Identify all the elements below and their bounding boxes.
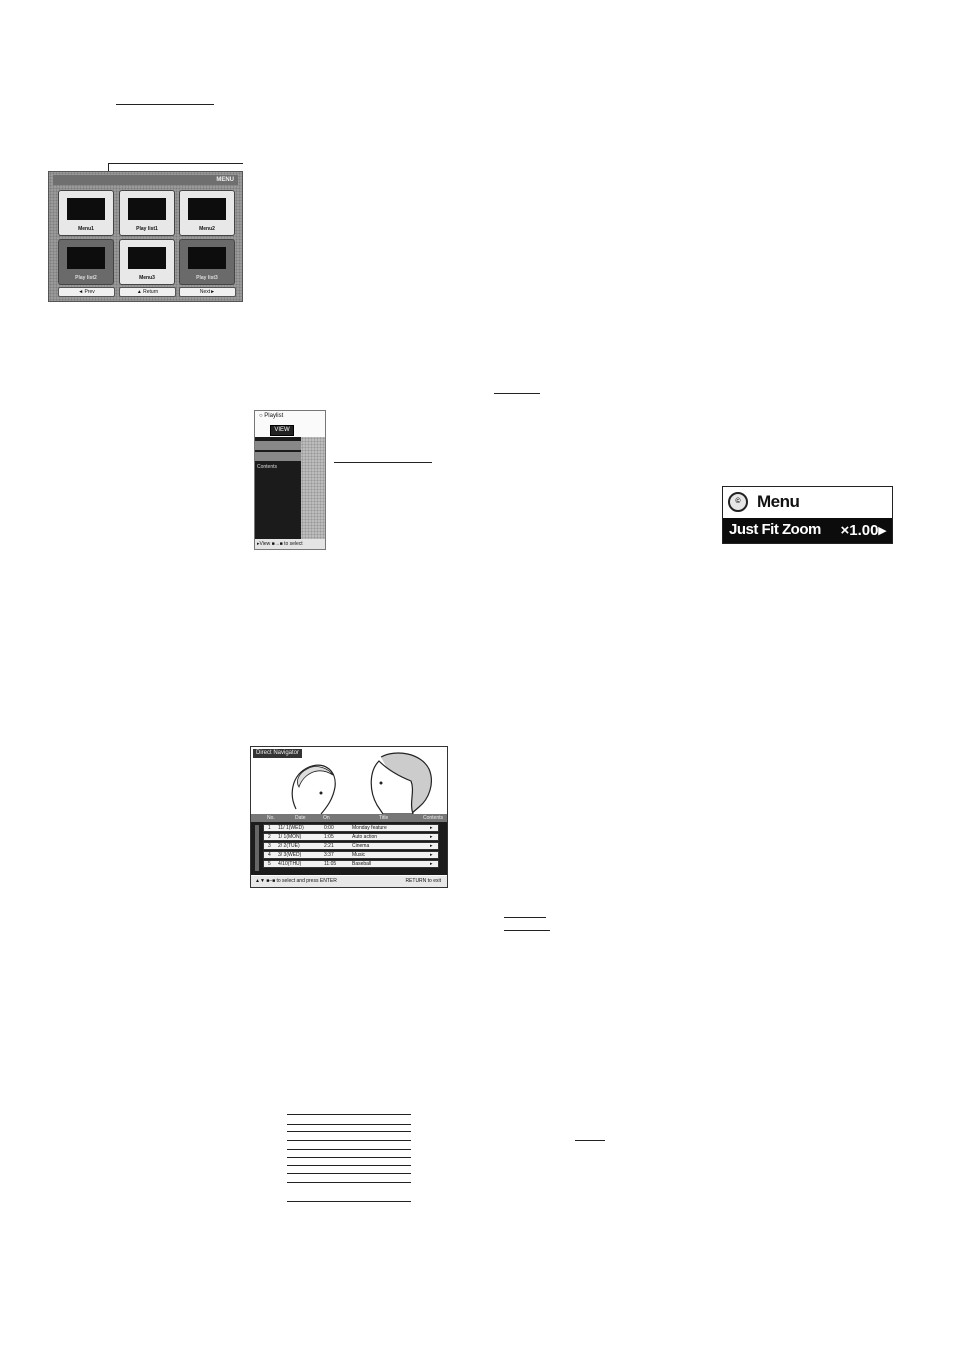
- circle-icon: ○: [259, 413, 263, 419]
- heading-underline-3: [334, 462, 432, 463]
- playlist-sidebar: Contents: [255, 437, 301, 547]
- navigator-scrollbar[interactable]: [255, 825, 259, 871]
- table-rule: [287, 1114, 411, 1115]
- playlist-item[interactable]: [255, 452, 301, 461]
- table-rule: [287, 1182, 411, 1183]
- col-no: No.: [267, 815, 275, 821]
- tile-thumbnail: [128, 247, 166, 269]
- col-date: Date: [295, 815, 306, 821]
- tile-thumbnail: [188, 247, 226, 269]
- playlist-item[interactable]: [255, 441, 301, 450]
- osd-item-name: Just Fit Zoom: [729, 521, 821, 538]
- osd-header: © Menu: [723, 487, 892, 517]
- col-on: On: [323, 815, 330, 821]
- heading-underline-5: [504, 930, 550, 931]
- heading-underline-4: [504, 917, 546, 918]
- tile-label: Menu3: [139, 275, 155, 281]
- col-title: Title: [379, 815, 389, 821]
- tile-playlist3[interactable]: Play list3: [179, 239, 235, 285]
- zoom-osd: © Menu Just Fit Zoom ×1.00▸: [722, 486, 893, 544]
- heading-underline-6: [575, 1140, 605, 1141]
- osd-item-bar[interactable]: Just Fit Zoom ×1.00▸: [723, 518, 892, 543]
- table-rule: [287, 1149, 411, 1150]
- tile-playlist2[interactable]: Play list2: [58, 239, 114, 285]
- row-arrow-icon: ▸: [430, 843, 433, 849]
- navigator-help-bar: ▲▼ ■–■ to select and press ENTER RETURN …: [251, 876, 447, 887]
- navigator-illustration: [291, 752, 432, 814]
- callout-line-top: [108, 163, 243, 164]
- table-rule: [287, 1157, 411, 1158]
- view-badge[interactable]: VIEW: [270, 425, 294, 436]
- table-row[interactable]: 5 4/10(THU) 11:05 Baseball ▸: [263, 860, 439, 868]
- table-row[interactable]: 1 11/ 1(WED) 0:00 Monday feature ▸: [263, 824, 439, 832]
- table-row[interactable]: 2 1/ 1(MON) 1:05 Auto action ▸: [263, 833, 439, 841]
- row-arrow-icon: ▸: [430, 861, 433, 867]
- table-rule: [287, 1165, 411, 1166]
- table-rule: [287, 1201, 411, 1202]
- playlist-header: ○ Playlist: [259, 413, 284, 419]
- playlist-panel-screenshot: ○ Playlist VIEW Contents ▸View ■→■ to se…: [254, 410, 326, 550]
- row-arrow-icon: ▸: [430, 852, 433, 858]
- tile-menu3[interactable]: Menu3: [119, 239, 175, 285]
- direct-navigator-screenshot: Direct Navigator No. Date On Title Conte…: [250, 746, 448, 888]
- table-rule: [287, 1131, 411, 1132]
- tile-label: Play list2: [75, 275, 97, 281]
- next-button[interactable]: Next►: [179, 287, 236, 297]
- osd-menu-title: Menu: [757, 492, 800, 511]
- menu-grid-titlebar: MENU: [53, 175, 238, 185]
- navigator-title: Direct Navigator: [253, 749, 303, 758]
- table-rule: [287, 1173, 411, 1174]
- playlist-preview-area: [301, 437, 325, 547]
- col-contents: Contents: [423, 815, 444, 821]
- tile-playlist1[interactable]: Play list1: [119, 190, 175, 236]
- table-rule: [287, 1140, 411, 1141]
- table-row[interactable]: 3 2/ 2(TUE) 2:21 Cinema ▸: [263, 842, 439, 850]
- tile-menu1[interactable]: Menu1: [58, 190, 114, 236]
- prev-button[interactable]: ◄ Prev: [58, 287, 115, 297]
- tile-label: Menu2: [199, 226, 215, 232]
- return-button[interactable]: ▲ Return: [119, 287, 176, 297]
- tile-label: Play list1: [136, 226, 158, 232]
- row-arrow-icon: ▸: [430, 825, 433, 831]
- menu-grid-screenshot: MENU Menu1 Play list1 Menu2 Play list2 M…: [48, 171, 243, 302]
- row-arrow-icon: ▸: [430, 834, 433, 840]
- tile-thumbnail: [128, 198, 166, 220]
- tile-thumbnail: [188, 198, 226, 220]
- playlist-footer: ▸View ■→■ to select: [255, 539, 325, 549]
- tile-menu2[interactable]: Menu2: [179, 190, 235, 236]
- tile-label: Menu1: [78, 226, 94, 232]
- heading-underline-1: [116, 104, 214, 105]
- disc-menu-icon: ©: [728, 492, 748, 512]
- help-left: ▲▼ ■–■ to select and press ENTER: [255, 878, 337, 884]
- table-rule: [287, 1124, 411, 1125]
- help-right: RETURN to exit: [405, 878, 441, 884]
- navigator-column-headers: No. Date On Title Contents: [251, 814, 447, 822]
- tile-thumbnail: [67, 247, 105, 269]
- tile-thumbnail: [67, 198, 105, 220]
- table-row[interactable]: 4 3/ 3(WED) 3:37 Music ▸: [263, 851, 439, 859]
- playlist-item-contents[interactable]: Contents: [257, 464, 278, 470]
- heading-underline-2: [494, 393, 540, 394]
- tile-label: Play list3: [196, 275, 218, 281]
- osd-item-value: ×1.00▸: [840, 522, 886, 539]
